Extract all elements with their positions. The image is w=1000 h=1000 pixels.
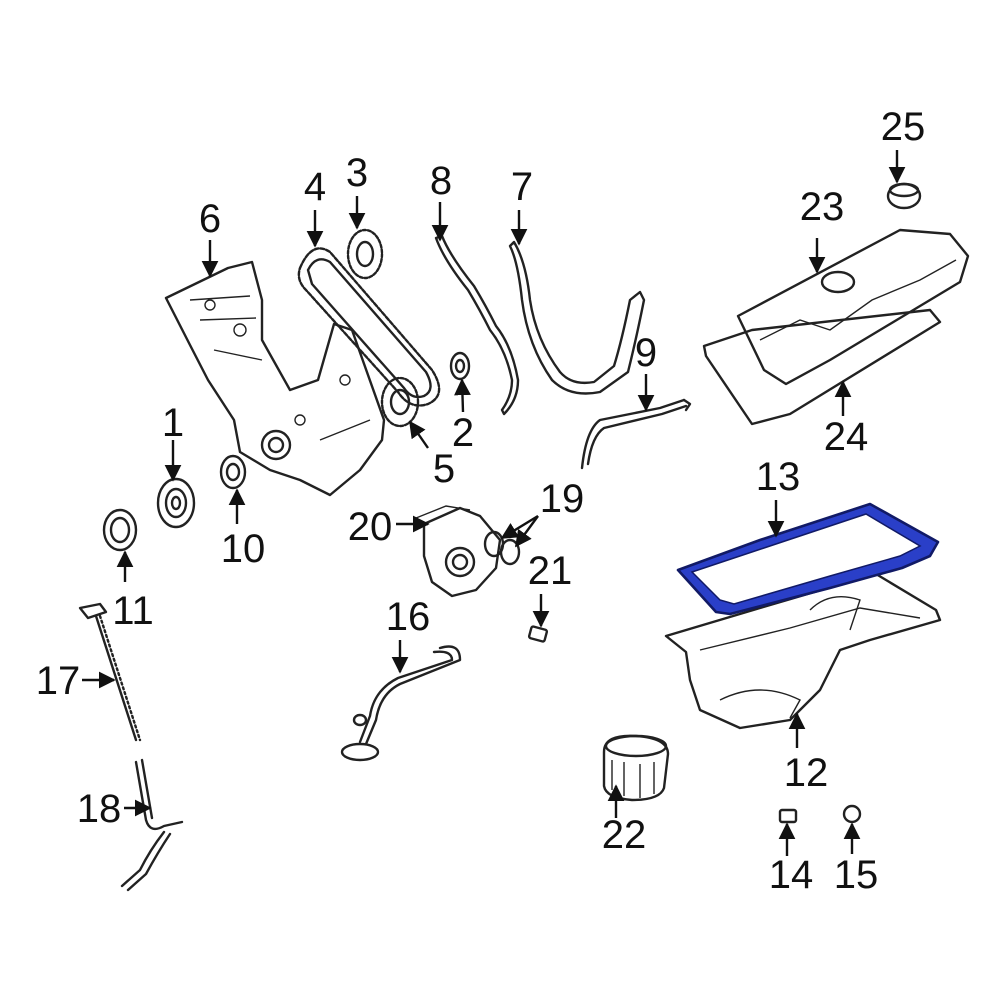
callout-15: 15 (834, 853, 879, 897)
callout-21: 21 (528, 549, 573, 593)
drain-plug-part (778, 808, 798, 824)
dipstick-tube-part (120, 758, 184, 892)
cam-sprocket-part (346, 228, 384, 280)
callout-25: 25 (881, 105, 926, 149)
pump-gasket-part (483, 530, 521, 566)
oil-pan-gasket-highlight (676, 502, 940, 616)
tensioner-arm-part (508, 240, 646, 395)
washer-part (449, 351, 471, 381)
callout-12: 12 (784, 751, 829, 795)
callout-19: 19 (540, 477, 585, 521)
oil-cap-part (886, 182, 922, 210)
valve-cover-part (736, 228, 970, 386)
callout-14: 14 (769, 853, 814, 897)
rear-seal-part (102, 508, 138, 552)
leader-lines (82, 150, 906, 856)
callout-17: 17 (36, 659, 81, 703)
oil-pump-part (414, 505, 502, 598)
damper-part (156, 477, 196, 529)
chain-guide-part (434, 234, 520, 416)
nut-part (842, 804, 862, 824)
valve-cover-gasket-part (702, 308, 942, 426)
dipstick-part (78, 602, 142, 742)
callout-18: 18 (77, 787, 122, 831)
callout-9: 9 (635, 331, 657, 375)
timing-chain-part (297, 247, 441, 407)
oil-pickup-part (340, 645, 462, 762)
callout-11: 11 (112, 589, 154, 633)
callout-6: 6 (199, 197, 221, 241)
callout-22: 22 (602, 813, 647, 857)
oil-filter-part (602, 734, 670, 802)
crank-sprocket-part (380, 376, 420, 428)
callout-7: 7 (511, 165, 533, 209)
callout-labels: 1 2 3 4 5 6 7 8 9 10 11 12 13 14 15 16 1… (36, 105, 926, 897)
bolt-part-21 (527, 625, 549, 643)
callout-1: 1 (162, 401, 184, 445)
callout-23: 23 (800, 185, 845, 229)
oil-pan-part (664, 572, 942, 730)
callout-16: 16 (386, 595, 431, 639)
callout-4: 4 (304, 165, 326, 209)
seal-part-10 (219, 454, 247, 490)
timing-cover-part (164, 260, 386, 497)
callout-24: 24 (824, 415, 869, 459)
callout-10: 10 (221, 527, 266, 571)
tube-part (580, 398, 692, 470)
callout-20: 20 (348, 505, 393, 549)
callout-2: 2 (452, 411, 474, 455)
callout-13: 13 (756, 455, 801, 499)
callout-8: 8 (430, 159, 452, 203)
callout-5: 5 (433, 447, 455, 491)
callout-3: 3 (346, 151, 368, 195)
